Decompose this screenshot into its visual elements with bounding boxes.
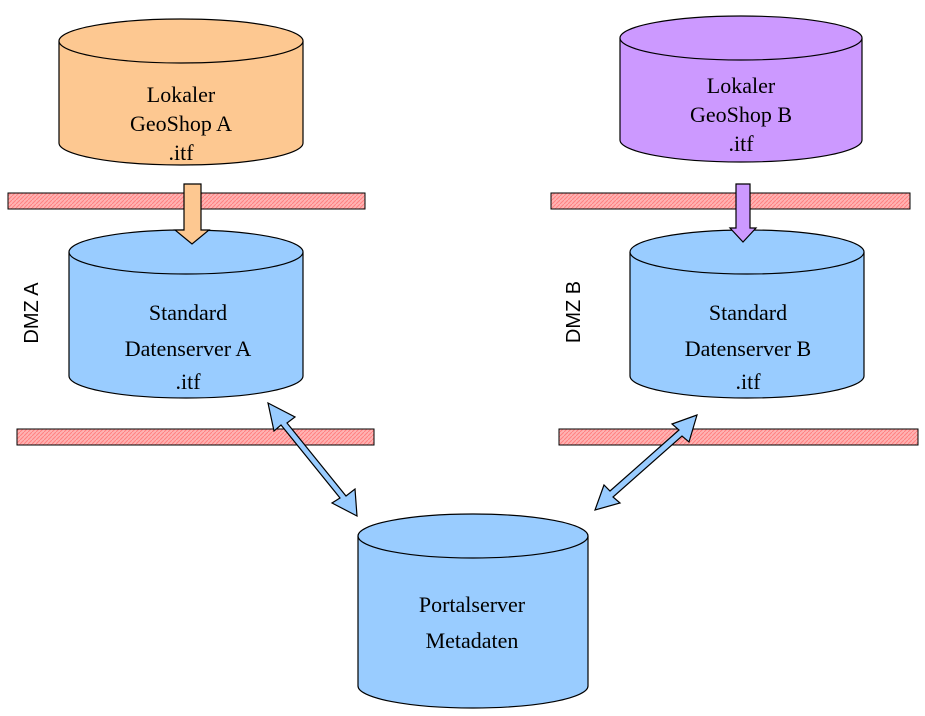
geoshop-b-line-2: GeoShop B: [690, 102, 792, 127]
database-datenserver-b: Standard Datenserver B .itf: [629, 229, 865, 399]
database-datenserver-a: Standard Datenserver A .itf: [68, 229, 304, 399]
datenserver-b-line-1: Standard: [709, 300, 787, 325]
geoshop-a-line-2: GeoShop A: [130, 111, 232, 136]
portalserver-line-2: Metadaten: [426, 628, 519, 653]
arrow-shop-a-to-server-a: [173, 183, 211, 245]
geoshop-a-line-3: .itf: [168, 140, 194, 165]
bidirectional-arrow-server-b-portal: [594, 414, 698, 511]
firewall-bar-bottom-left: [16, 428, 375, 446]
firewall-bar-bottom-right: [558, 428, 919, 446]
database-geoshop-a: Lokaler GeoShop A .itf: [58, 18, 304, 166]
zone-label-dmz-a: DMZ A: [21, 282, 43, 344]
firewall-bar-top-right: [550, 192, 911, 210]
portalserver-line-1: Portalserver: [419, 592, 526, 617]
bidirectional-arrow-server-a-portal: [267, 401, 358, 518]
zone-label-dmz-b: DMZ B: [563, 281, 585, 343]
database-portalserver: Portalserver Metadaten: [357, 513, 589, 709]
datenserver-a-line-1: Standard: [149, 300, 227, 325]
geoshop-a-line-1: Lokaler: [147, 82, 216, 107]
arrow-shop-b-to-server-b: [728, 183, 758, 243]
datenserver-b-line-3: .itf: [735, 369, 761, 394]
datenserver-b-line-2: Datenserver B: [685, 336, 811, 361]
geoshop-b-line-1: Lokaler: [707, 73, 776, 98]
datenserver-a-line-3: .itf: [175, 369, 201, 394]
geoshop-b-line-3: .itf: [728, 131, 754, 156]
datenserver-a-line-2: Datenserver A: [125, 336, 252, 361]
database-geoshop-b: Lokaler GeoShop B .itf: [619, 15, 863, 163]
